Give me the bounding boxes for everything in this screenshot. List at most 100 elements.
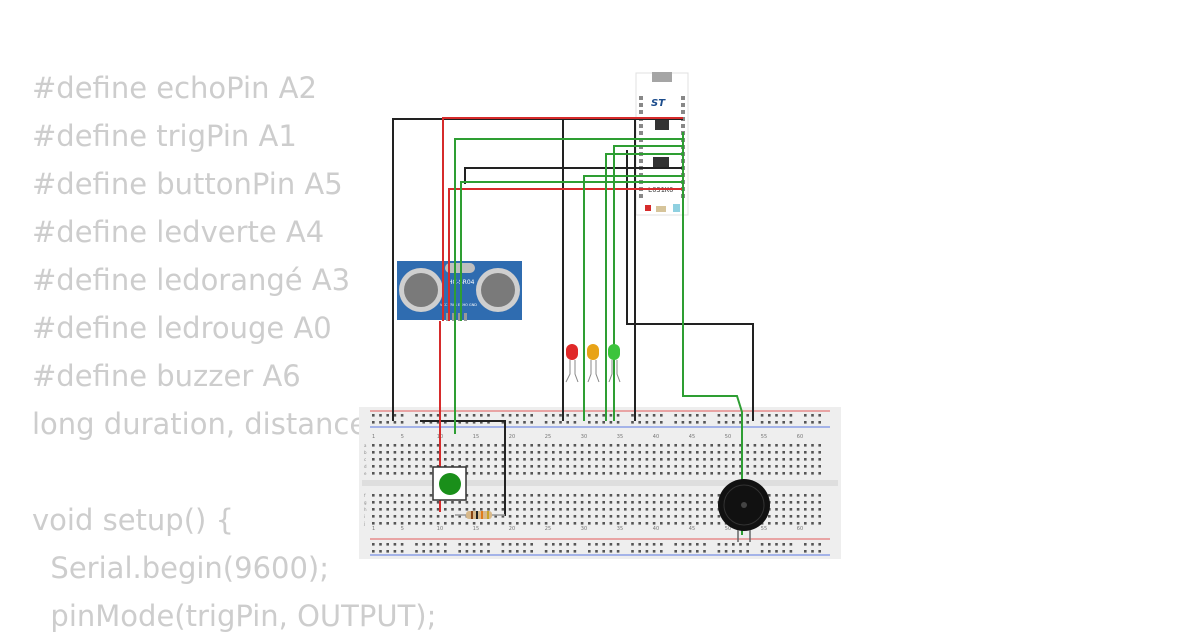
wire-buzzer[interactable]	[682, 132, 743, 535]
led-leg	[595, 360, 600, 383]
push-button-cap[interactable]	[439, 473, 461, 495]
breadboard-hole	[508, 515, 512, 518]
reset-button[interactable]	[656, 206, 666, 212]
breadboard-hole	[645, 543, 649, 546]
breadboard-hole	[782, 444, 785, 447]
breadboard-hole	[372, 421, 375, 424]
breadboard-column-number: 45	[689, 526, 695, 532]
resistor-band	[481, 511, 483, 519]
breadboard[interactable]: 1155101015152020252530303535404045455050…	[359, 407, 841, 559]
breadboard-hole	[811, 515, 814, 518]
breadboard-hole	[415, 458, 418, 461]
breadboard-hole	[472, 508, 476, 511]
led-orange[interactable]	[587, 344, 600, 383]
breadboard-hole	[573, 421, 577, 424]
breadboard-hole	[566, 465, 569, 468]
breadboard-hole	[703, 472, 706, 475]
breadboard-hole	[674, 501, 677, 504]
breadboard-hole	[429, 421, 433, 424]
breadboard-column-number: 60	[797, 434, 803, 440]
breadboard-column-number: 1	[372, 434, 375, 440]
breadboard-hole	[674, 421, 677, 424]
breadboard-hole	[696, 414, 699, 417]
breadboard-hole	[624, 451, 627, 454]
sensor-pin	[458, 313, 461, 321]
breadboard-hole	[415, 501, 418, 504]
breadboard-hole	[688, 465, 692, 468]
breadboard-hole	[400, 451, 404, 454]
breadboard-hole	[602, 444, 605, 447]
breadboard-hole	[681, 444, 685, 447]
breadboard-hole	[703, 494, 706, 497]
breadboard-hole	[566, 494, 569, 497]
breadboard-hole	[609, 472, 613, 475]
breadboard-hole	[775, 522, 778, 525]
ultrasonic-sensor[interactable]: HC-SR04 VCC TRIG ECHO GND	[397, 261, 522, 321]
breadboard-hole	[703, 444, 706, 447]
breadboard-hole	[451, 444, 454, 447]
breadboard-hole	[580, 458, 584, 461]
push-button[interactable]	[432, 466, 467, 501]
breadboard-hole	[768, 472, 771, 475]
breadboard-hole	[681, 550, 685, 553]
breadboard-hole	[667, 451, 670, 454]
wire-5v[interactable]	[442, 117, 683, 321]
breadboard-hole	[537, 451, 541, 454]
breadboard-hole	[703, 550, 706, 553]
breadboard-hole	[415, 414, 418, 417]
breadboard-hole	[530, 421, 533, 424]
breadboard-hole	[681, 472, 685, 475]
wire-led-orange[interactable]	[605, 153, 683, 421]
user-led	[673, 204, 680, 212]
led-leg	[574, 360, 579, 383]
nucleo-board[interactable]: ST L031K6	[635, 72, 689, 216]
breadboard-hole	[537, 465, 541, 468]
wire-echo[interactable]	[460, 181, 683, 321]
breadboard-hole	[804, 421, 807, 424]
wire-trig[interactable]	[454, 138, 683, 321]
buzzer[interactable]	[718, 479, 770, 542]
breadboard-hole	[523, 508, 526, 511]
breadboard-hole	[544, 458, 548, 461]
breadboard-hole	[652, 458, 656, 461]
breadboard-hole	[501, 472, 505, 475]
resistor[interactable]	[455, 511, 505, 519]
breadboard-hole	[566, 472, 569, 475]
breadboard-column-number: 20	[509, 434, 515, 440]
led-red[interactable]	[565, 344, 579, 383]
breadboard-hole	[436, 522, 440, 525]
code-line: #define echoPin A2	[32, 71, 317, 105]
breadboard-hole	[789, 543, 793, 546]
leds[interactable]	[565, 344, 621, 383]
wire-button-gnd[interactable]	[420, 420, 506, 516]
breadboard-hole	[775, 515, 778, 518]
wire-black-mcu[interactable]	[464, 167, 683, 184]
wire-led-red[interactable]	[583, 175, 683, 421]
breadboard-hole	[472, 501, 476, 504]
breadboard-hole	[746, 414, 749, 417]
wire-led-green[interactable]	[613, 145, 683, 421]
breadboard-hole	[681, 414, 685, 417]
breadboard-hole	[609, 444, 613, 447]
breadboard-hole	[566, 501, 569, 504]
breadboard-hole	[400, 444, 404, 447]
breadboard-hole	[472, 472, 476, 475]
breadboard-hole	[660, 414, 663, 417]
breadboard-hole	[631, 494, 634, 497]
breadboard-hole	[400, 472, 404, 475]
breadboard-hole	[559, 494, 562, 497]
breadboard-hole	[451, 451, 454, 454]
breadboard-hole	[796, 508, 800, 511]
breadboard-hole	[696, 444, 699, 447]
led-green[interactable]	[608, 344, 621, 383]
breadboard-hole	[595, 508, 598, 511]
wire-buzzer-gnd[interactable]	[626, 150, 754, 421]
breadboard-hole	[789, 550, 793, 553]
wires[interactable]	[392, 117, 754, 535]
breadboard-hole	[746, 465, 749, 468]
breadboard-hole	[444, 414, 447, 417]
breadboard-hole	[724, 414, 728, 417]
breadboard-hole	[811, 550, 814, 553]
